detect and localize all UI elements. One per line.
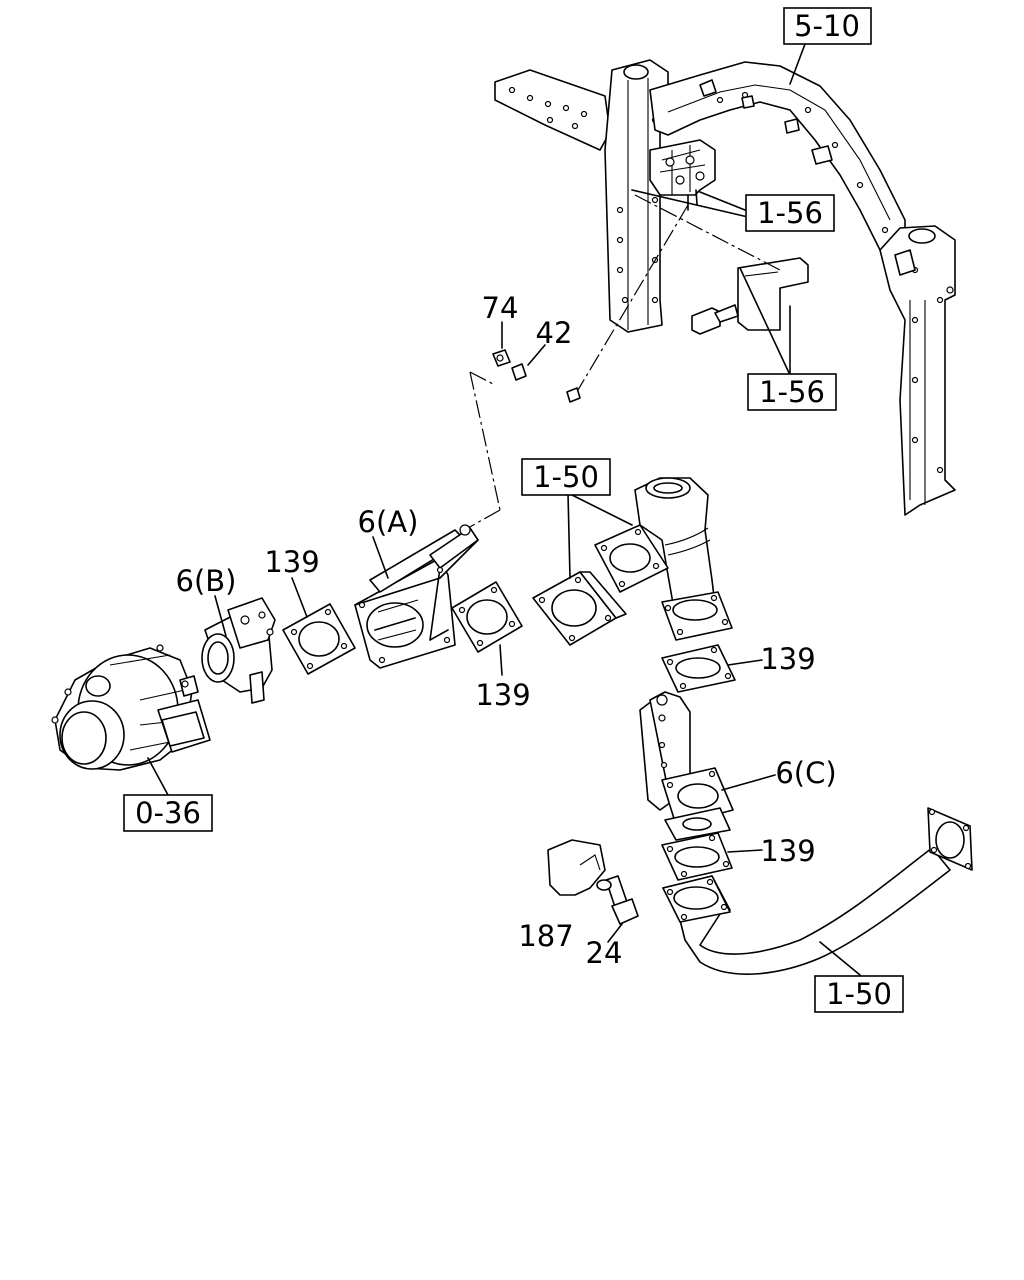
callout-1-56-bottom: 1-56 xyxy=(747,373,837,411)
callout-1-56-top-label: 1-56 xyxy=(757,196,823,230)
callout-1-50-bottom: 1-50 xyxy=(814,975,904,1013)
callout-0-36-label: 0-36 xyxy=(135,796,201,830)
part-number-6c: 6(C) xyxy=(775,756,836,790)
callout-1-50-top: 1-50 xyxy=(521,458,611,496)
solenoid-valve-assembly xyxy=(649,139,716,211)
callout-1-50-bottom-label: 1-50 xyxy=(826,977,892,1011)
exhaust-pipe xyxy=(662,807,973,975)
gasket xyxy=(282,603,356,675)
turbocharger xyxy=(51,644,211,771)
part-number-139-upper-right: 139 xyxy=(760,642,815,676)
callout-1-56-bottom-label: 1-56 xyxy=(759,375,825,409)
bolt xyxy=(596,875,639,925)
fitting xyxy=(492,349,511,367)
chassis-frame xyxy=(494,59,956,516)
part-number-74: 74 xyxy=(482,291,519,325)
part-number-6b: 6(B) xyxy=(176,564,237,598)
part-number-42: 42 xyxy=(536,316,573,350)
gasket xyxy=(451,581,523,653)
hose-assembly xyxy=(511,363,581,418)
part-number-187: 187 xyxy=(518,919,573,953)
part-number-139-center: 139 xyxy=(475,678,530,712)
callout-5-10-label: 5-10 xyxy=(794,9,860,43)
gasket xyxy=(661,644,736,693)
callout-1-50-top-label: 1-50 xyxy=(533,460,599,494)
exhaust-brake-unit-b xyxy=(201,597,276,704)
callout-5-10: 5-10 xyxy=(783,7,872,45)
part-number-6a: 6(A) xyxy=(358,505,419,539)
callout-0-36: 0-36 xyxy=(123,794,213,832)
exhaust-brake-unit-a xyxy=(354,524,479,669)
callout-1-56-top: 1-56 xyxy=(745,194,835,232)
heat-shield xyxy=(547,839,606,896)
exhaust-brake-unit-c xyxy=(639,691,734,841)
bracket-plate xyxy=(691,257,809,335)
part-number-139-lower-right: 139 xyxy=(760,834,815,868)
flange-adapter xyxy=(532,571,627,646)
exhaust-elbow-pipe xyxy=(594,477,733,641)
gasket xyxy=(661,832,733,881)
part-number-24: 24 xyxy=(586,936,623,970)
part-number-139-left: 139 xyxy=(264,545,319,579)
